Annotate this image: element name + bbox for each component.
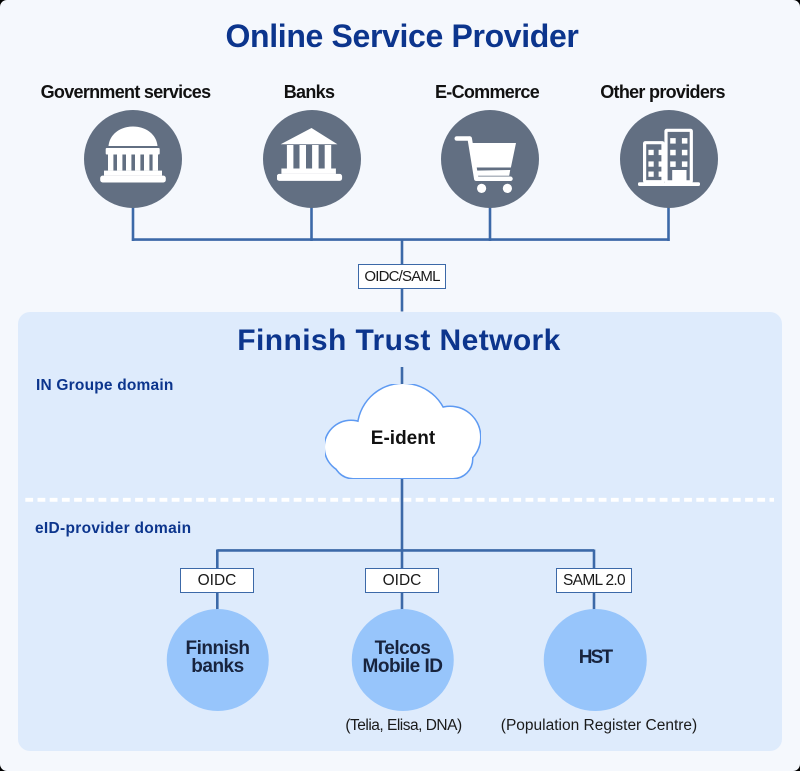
svg-text:E-ident: E-ident bbox=[371, 428, 436, 449]
